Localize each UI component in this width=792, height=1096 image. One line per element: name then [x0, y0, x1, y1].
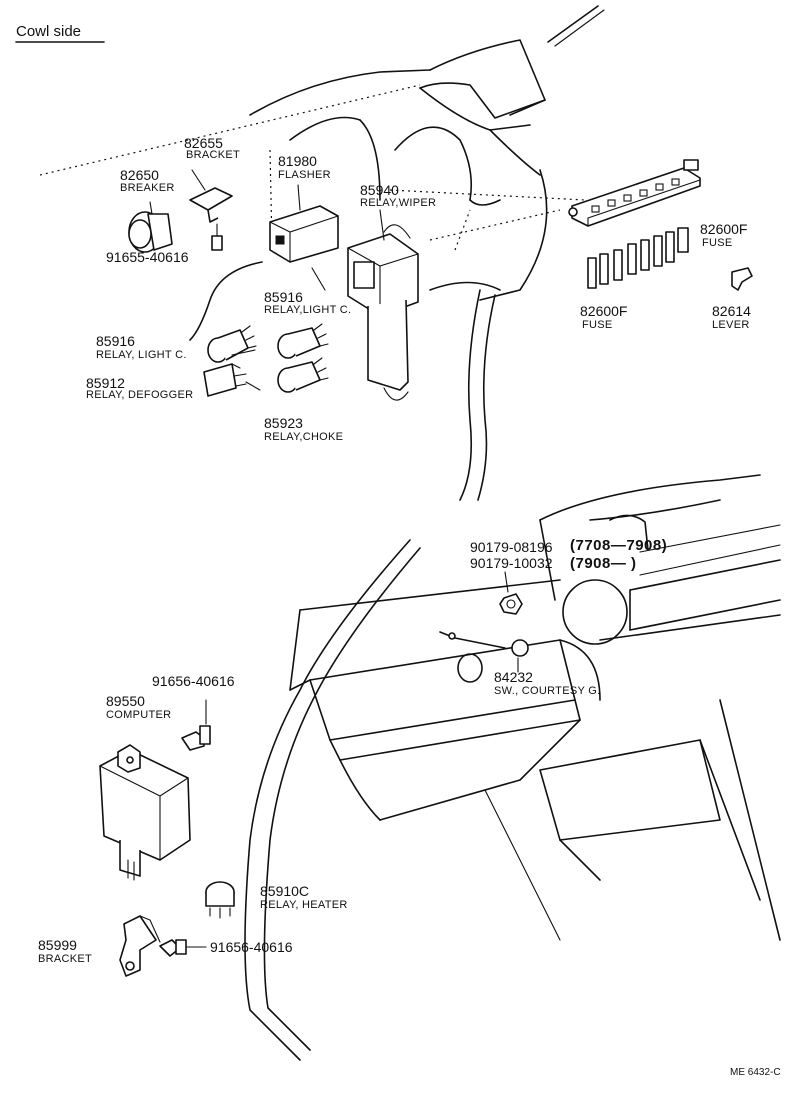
relay-wiper-name: RELAY,WIPER — [360, 197, 437, 209]
screw-bottom-part — [159, 939, 207, 957]
relay-wiper-part — [347, 209, 419, 401]
bracket-top-name: BRACKET — [186, 149, 241, 161]
relay-wiper-number: 85940 — [360, 182, 399, 198]
lever-part — [731, 267, 753, 291]
breaker-number: 82650 — [120, 167, 159, 183]
relay-light-upper-part — [277, 323, 329, 359]
leader-lines — [231, 267, 326, 391]
wire-harness — [189, 261, 263, 341]
bracket-bottom-part — [119, 915, 161, 977]
flasher-part — [269, 184, 339, 263]
relay-heater-number: 85910C — [260, 883, 310, 899]
relay-defogger-number: 85912 — [86, 375, 125, 391]
relay-heater-name: RELAY, HEATER — [260, 899, 348, 911]
relay-light-left-part — [207, 325, 257, 363]
screw-computer-number: 91656-40616 — [152, 673, 235, 689]
fuse-block-part — [568, 159, 701, 227]
fuse-upper-number: 82600F — [700, 221, 748, 237]
computer-part — [99, 744, 191, 881]
nut-b-number: 90179-10032 — [470, 555, 553, 571]
relay-light-upper-number: 85916 — [264, 289, 303, 305]
date-range-a: (7708—7908) — [570, 537, 668, 554]
lower-dashboard-outline — [244, 474, 781, 1061]
flasher-name: FLASHER — [278, 169, 331, 181]
lever-name: LEVER — [712, 319, 750, 331]
relay-defogger-part — [203, 363, 247, 397]
relay-choke-part — [277, 357, 329, 393]
courtesy-switch-part — [439, 631, 529, 673]
screw-computer-part — [181, 699, 211, 751]
fuses-part — [587, 227, 689, 289]
computer-name: COMPUTER — [106, 709, 172, 721]
courtesy-switch-name: SW., COURTESY G. — [494, 685, 601, 697]
page-title: Cowl side — [16, 23, 82, 40]
bracket-bottom-number: 85999 — [38, 937, 77, 953]
bracket-top-part — [189, 169, 233, 223]
drawing-code: ME 6432-C — [730, 1067, 781, 1078]
screw-top-number: 91655-40616 — [106, 249, 189, 265]
relay-heater-part — [205, 881, 235, 919]
nut-part — [499, 571, 523, 615]
relay-light-left-number: 85916 — [96, 333, 135, 349]
breaker-name: BREAKER — [120, 182, 175, 194]
relay-light-left-name: RELAY, LIGHT C. — [96, 349, 187, 361]
bracket-top-number: 82655 — [184, 135, 223, 151]
breaker-part — [128, 201, 173, 253]
screw-bottom-number: 91656-40616 — [210, 939, 293, 955]
date-range-b: (7908— ) — [570, 555, 637, 572]
relay-defogger-name: RELAY, DEFOGGER — [86, 389, 194, 401]
bracket-bottom-name: BRACKET — [38, 953, 93, 965]
relay-choke-number: 85923 — [264, 415, 303, 431]
flasher-number: 81980 — [278, 153, 317, 169]
fuse-upper-name: FUSE — [702, 237, 733, 249]
fuse-lower-number: 82600F — [580, 303, 628, 319]
relay-choke-name: RELAY,CHOKE — [264, 431, 344, 443]
nut-a-number: 90179-08196 — [470, 539, 553, 555]
screw-top-part — [211, 223, 223, 251]
courtesy-switch-number: 84232 — [494, 669, 533, 685]
computer-number: 89550 — [106, 693, 145, 709]
relay-light-upper-name: RELAY,LIGHT C. — [264, 304, 352, 316]
fuse-lower-name: FUSE — [582, 319, 613, 331]
lever-number: 82614 — [712, 303, 751, 319]
